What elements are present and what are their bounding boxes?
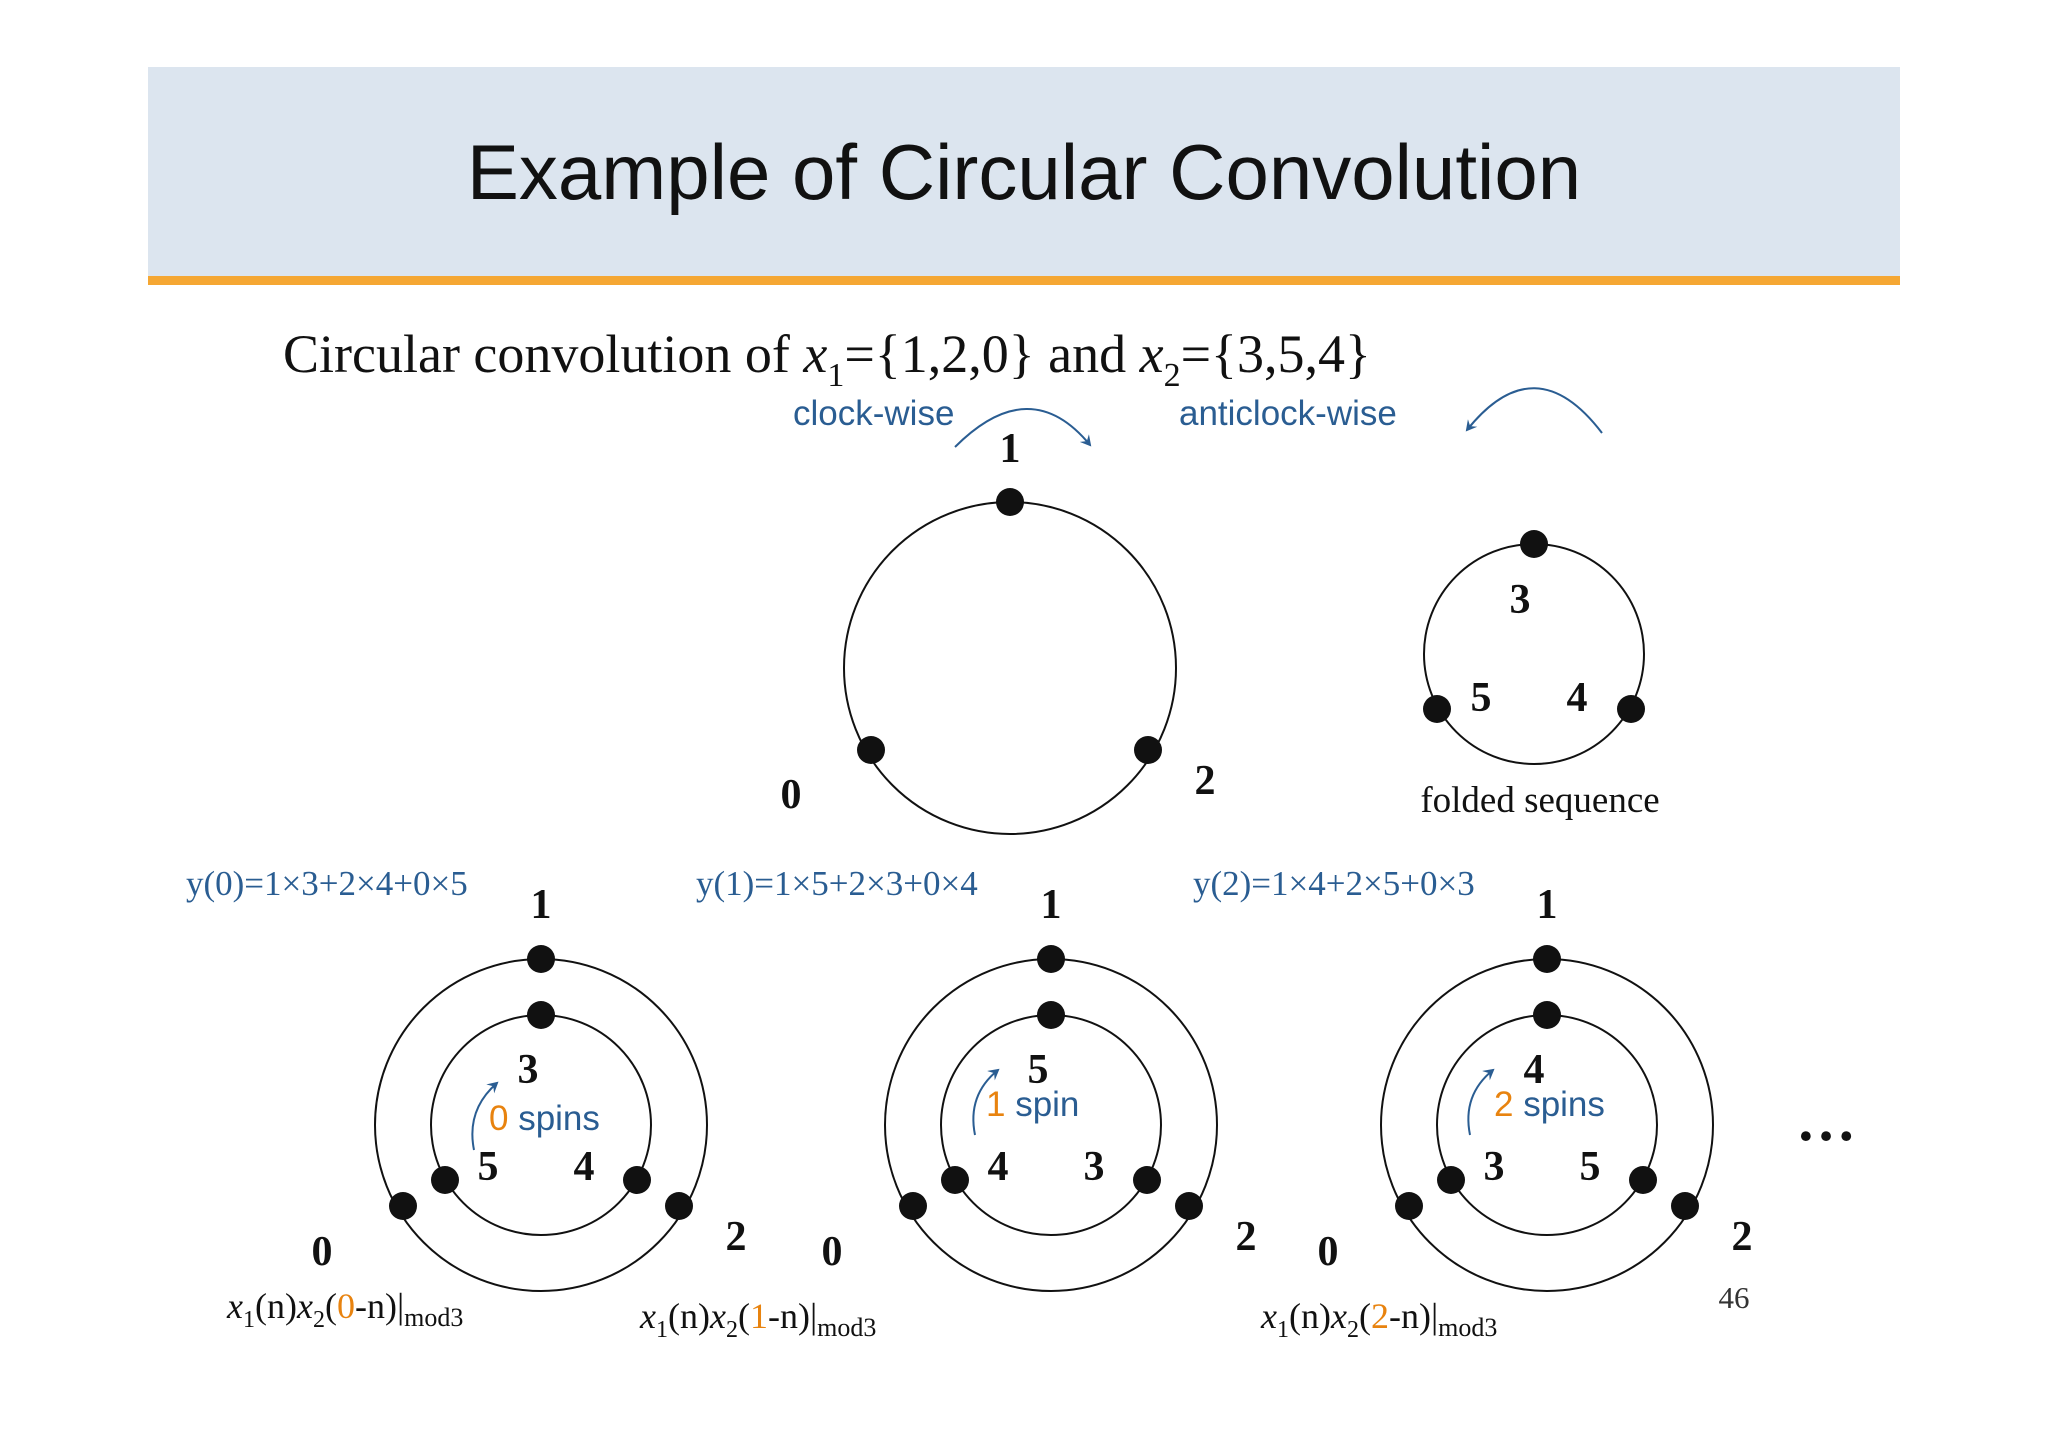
y1-spin-arrow-icon (972, 1068, 1000, 1136)
svg-text:1: 1 (531, 882, 552, 928)
y2-spin-label: 2 spins (1494, 1085, 1605, 1124)
ellipsis: … (1796, 1087, 1856, 1153)
title-underline (148, 276, 1900, 285)
y2-inner-top: 4 (1524, 1047, 1545, 1093)
y2-formula: x1(n)x2(2-n)|mod3 (1260, 1296, 1497, 1343)
svg-text:2: 2 (1236, 1214, 1257, 1260)
folded-label-left: 5 (1471, 675, 1492, 721)
y0-formula: x1(n)x2(0-n)|mod3 (226, 1286, 463, 1333)
y0-spin-arrow-icon (471, 1081, 499, 1151)
svg-text:2: 2 (726, 1214, 747, 1260)
y2-spin-arrow-icon (1467, 1068, 1495, 1136)
folded-label-right: 4 (1567, 675, 1588, 721)
example-y2: y(2)=1×4+2×5+0×3 1 0 2 4 3 5 2 spins x1(… (1193, 864, 1753, 1343)
slide-title: Example of Circular Convolution (466, 127, 1582, 216)
y0-equation: y(0)=1×3+2×4+0×5 (186, 864, 468, 903)
y2-inner-left: 3 (1484, 1144, 1505, 1190)
y1-formula: x1(n)x2(1-n)|mod3 (639, 1296, 876, 1343)
folded-point-top (1520, 530, 1548, 558)
svg-text:0: 0 (822, 1229, 843, 1275)
svg-text:2: 2 (1732, 1214, 1753, 1260)
svg-text:0: 0 (312, 1229, 333, 1275)
title-banner (148, 67, 1900, 277)
y1-inner-top: 5 (1028, 1047, 1049, 1093)
folded-point-right (1617, 695, 1645, 723)
svg-text:0: 0 (1318, 1229, 1339, 1275)
x1-point-right (1134, 736, 1162, 764)
anticlockwise-label: anticlock-wise (1179, 394, 1397, 433)
svg-text:1: 1 (1041, 882, 1062, 928)
y2-equation: y(2)=1×4+2×5+0×3 (1193, 864, 1475, 903)
page-number: 46 (1719, 1280, 1750, 1315)
folded-label-top: 3 (1510, 577, 1531, 623)
x1-circle: 1 0 2 (781, 426, 1216, 835)
folded-caption: folded sequence (1420, 780, 1659, 821)
y1-inner-right: 3 (1084, 1144, 1105, 1190)
y0-inner-right: 4 (574, 1144, 595, 1190)
x1-point-left (857, 736, 885, 764)
example-y0: y(0)=1×3+2×4+0×5 1 0 2 3 5 4 0 spins x1(… (186, 864, 747, 1333)
x1-label-left: 0 (781, 772, 802, 818)
y0-inner-left: 5 (478, 1144, 499, 1190)
x1-label-right: 2 (1195, 758, 1216, 804)
y2-inner-right: 5 (1580, 1144, 1601, 1190)
svg-text:1: 1 (1537, 882, 1558, 928)
clockwise-arrow-icon (954, 408, 1092, 448)
anticlockwise-arrow-icon (1465, 387, 1603, 434)
example-y1: y(1)=1×5+2×3+0×4 1 0 2 5 4 3 1 spin x1(n… (639, 864, 1257, 1343)
folded-point-left (1423, 695, 1451, 723)
folded-circle: 3 5 4 folded sequence (1420, 530, 1660, 821)
y1-inner-left: 4 (988, 1144, 1009, 1190)
clockwise-label: clock-wise (793, 394, 954, 433)
y1-spin-label: 1 spin (986, 1085, 1079, 1124)
subtitle: Circular convolution of x1={1,2,0} and x… (283, 324, 1371, 394)
y0-spin-label: 0 spins (489, 1099, 600, 1138)
x1-point-top (996, 488, 1024, 516)
y1-equation: y(1)=1×5+2×3+0×4 (696, 864, 978, 903)
x1-label-top: 1 (1000, 426, 1021, 472)
y0-inner-top: 3 (518, 1047, 539, 1093)
